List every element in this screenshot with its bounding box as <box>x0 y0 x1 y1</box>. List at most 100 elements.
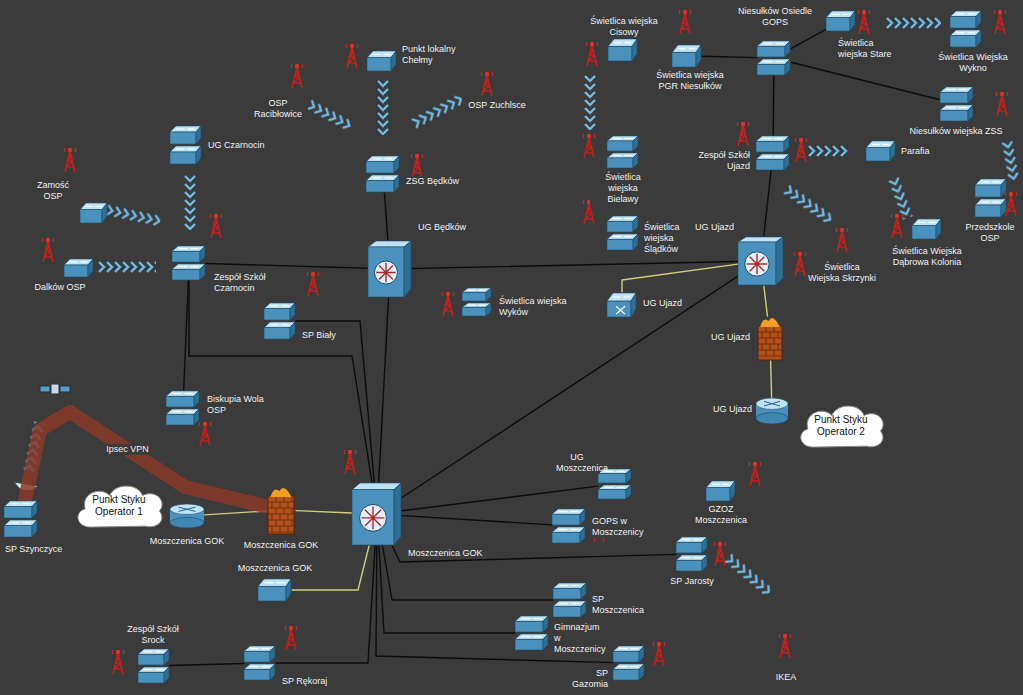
icon-face <box>756 136 789 141</box>
wireless-link <box>1000 140 1021 182</box>
device-label: UG Ujazd <box>690 222 736 233</box>
network-link <box>204 511 266 515</box>
icon-front <box>80 210 102 223</box>
icon-front <box>757 46 785 57</box>
icon-front <box>166 414 194 425</box>
network-switch: Świetlica wiejska Stare <box>826 10 856 32</box>
icon-face <box>598 469 631 474</box>
icon-face <box>580 509 585 525</box>
icon-front <box>756 141 784 152</box>
router-icon <box>170 504 204 528</box>
icon-arrows <box>250 648 269 649</box>
icon-face <box>581 583 586 599</box>
icon-face <box>543 616 548 632</box>
network-switch-icon <box>613 645 645 681</box>
network-switch: SP Moszczenica <box>553 582 587 618</box>
icon-face <box>975 179 1006 185</box>
icon-front <box>462 292 486 301</box>
icon-face <box>975 199 1006 205</box>
icon-face <box>352 483 401 490</box>
network-switch-icon <box>138 648 170 684</box>
device-label: SP Szynczyce <box>3 544 67 555</box>
firewall-wall <box>758 326 782 360</box>
icon-arrows <box>373 158 393 159</box>
device-label: SP Rękoraj <box>280 676 340 687</box>
network-link <box>402 276 738 497</box>
icon-front <box>366 181 394 192</box>
antenna-tower <box>411 154 423 178</box>
access-point-icon <box>607 292 637 318</box>
icon-face <box>515 634 548 639</box>
icon-front <box>138 654 164 665</box>
icon-face <box>166 391 199 396</box>
icon-face <box>976 30 981 47</box>
device-label: UG Ujazd <box>708 404 754 415</box>
icon-face <box>32 501 37 518</box>
firewall-icon <box>756 316 784 360</box>
icon-arrows <box>270 305 289 306</box>
network-switch-icon <box>64 258 94 278</box>
device-label: ZSG Będków <box>404 176 466 187</box>
network-switch-icon <box>950 10 982 48</box>
firewall-flame <box>760 318 780 327</box>
network-link <box>412 262 738 269</box>
antenna-tower <box>307 272 319 296</box>
firewall-bricks <box>268 496 294 532</box>
icon-face <box>486 303 491 316</box>
network-link <box>402 486 598 511</box>
icon-face <box>639 664 644 680</box>
icon-face <box>730 481 735 501</box>
icon-front <box>264 309 290 320</box>
icon-face <box>1001 179 1006 197</box>
icon-face <box>194 391 199 407</box>
device-label: SP Gazomia <box>556 668 610 690</box>
icon-front <box>138 672 164 683</box>
network-switch: Zespół Szkół Ujazd <box>756 135 790 171</box>
firewall: Moszczenica GOK <box>266 486 296 534</box>
device-label: SP Biały <box>300 330 350 341</box>
antenna-tower <box>749 462 761 486</box>
device-label: Zespół Szkół Czarnocin <box>212 272 278 294</box>
device-label: GZOZ Moszczenica <box>686 504 756 526</box>
icon-front <box>757 64 785 75</box>
satellite <box>40 384 70 394</box>
icon-star <box>362 506 385 529</box>
network-switch-icon <box>598 468 632 500</box>
icon-arrows <box>678 48 695 49</box>
network-switch: Moszczenica GOK <box>258 578 292 602</box>
icon-face <box>170 126 201 132</box>
icon-face <box>366 156 399 162</box>
icon-front <box>170 132 196 144</box>
icon-arrows <box>763 138 783 139</box>
icon-front <box>975 185 1001 197</box>
icon-face <box>196 146 201 164</box>
antenna-tower <box>794 252 806 276</box>
icon-face <box>4 501 37 507</box>
antenna-tower <box>737 122 749 146</box>
icon-arrows <box>605 487 625 488</box>
icon-face <box>166 409 199 414</box>
network-switch: Biskupia Wola OSP <box>166 390 200 426</box>
antenna-tower <box>586 42 598 66</box>
icon-base <box>170 517 204 528</box>
icon-face <box>486 288 491 301</box>
icon-face <box>172 264 205 269</box>
icon-face <box>940 105 973 110</box>
icon-face <box>404 241 411 297</box>
cloud: Punkt Styku Operator 1 <box>72 482 166 530</box>
icon-arrows <box>981 202 1000 203</box>
icon-arrows <box>832 14 849 15</box>
icon-arrows <box>559 511 579 512</box>
icon-arrows <box>947 107 967 108</box>
network-link <box>764 171 771 236</box>
antenna-tower <box>442 292 454 316</box>
cloud-label: Punkt Styku Operator 2 <box>807 414 875 438</box>
network-switch-icon <box>515 615 549 651</box>
icon-arrows <box>468 290 485 291</box>
icon-face <box>552 509 585 514</box>
network-switch-icon <box>756 135 790 171</box>
icon-face <box>170 146 201 152</box>
wireless-link <box>887 176 915 220</box>
icon-front <box>462 307 486 316</box>
icon-face <box>784 136 789 152</box>
